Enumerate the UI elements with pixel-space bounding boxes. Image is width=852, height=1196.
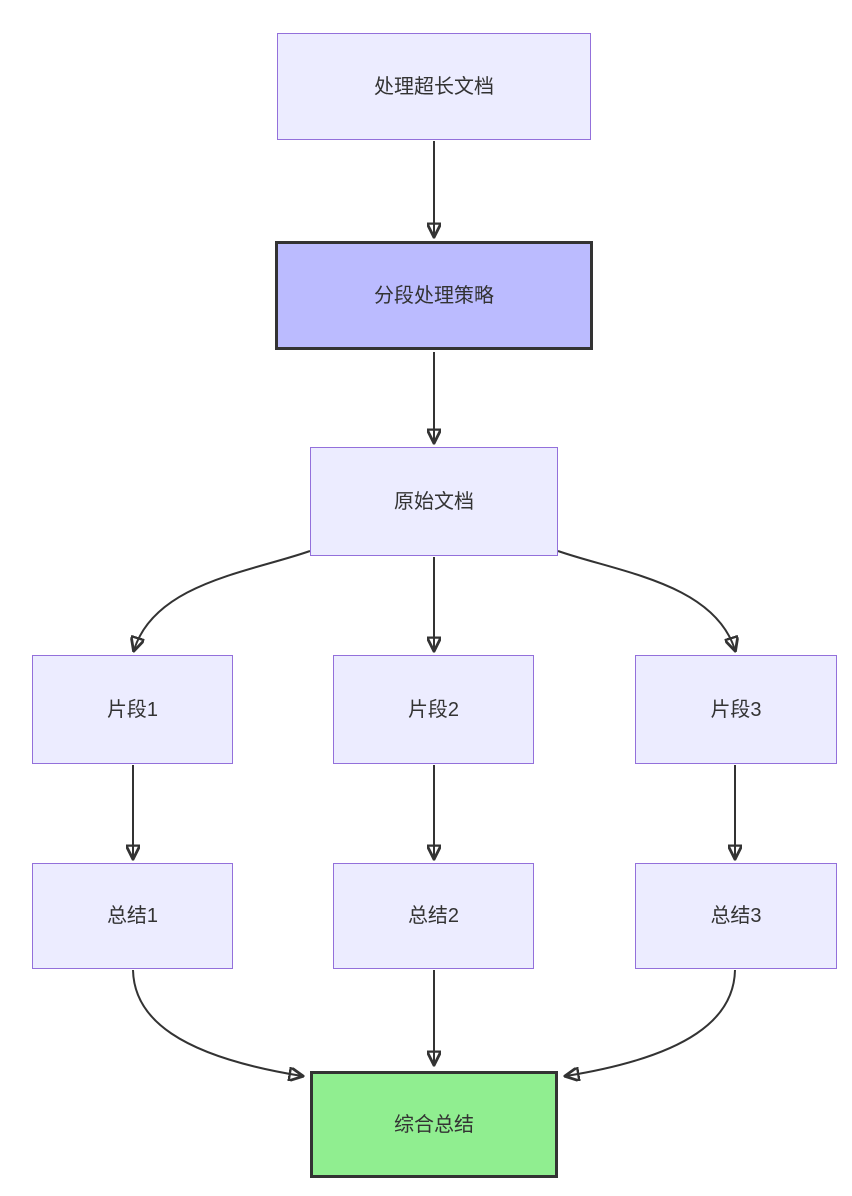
node-segment-strategy: 分段处理策略 (275, 241, 593, 350)
node-summary-3: 总结3 (635, 863, 837, 969)
node-handle-long-document: 处理超长文档 (277, 33, 591, 140)
node-fragment-3: 片段3 (635, 655, 837, 764)
node-label: 片段1 (106, 698, 159, 721)
node-label: 片段3 (710, 698, 762, 721)
node-label: 处理超长文档 (374, 75, 494, 98)
edge-e1-f (132, 969, 302, 1076)
node-label: 总结1 (106, 905, 159, 927)
node-final-summary: 综合总结 (310, 1071, 558, 1178)
node-original-document: 原始文档 (310, 447, 558, 556)
node-summary-2: 总结2 (333, 863, 534, 969)
node-fragment-1: 片段1 (32, 655, 233, 764)
node-summary-1: 总结1 (32, 863, 233, 969)
node-label: 分段处理策略 (374, 284, 494, 307)
edge-e3-f (566, 969, 736, 1076)
edge-c-d1 (134, 550, 311, 650)
edge-c-d3 (557, 550, 735, 650)
node-label: 综合总结 (394, 1113, 474, 1136)
node-label: 总结2 (407, 905, 460, 927)
node-fragment-2: 片段2 (333, 655, 534, 764)
node-label: 片段2 (407, 698, 460, 721)
node-label: 总结3 (710, 905, 762, 927)
node-label: 原始文档 (394, 490, 474, 513)
